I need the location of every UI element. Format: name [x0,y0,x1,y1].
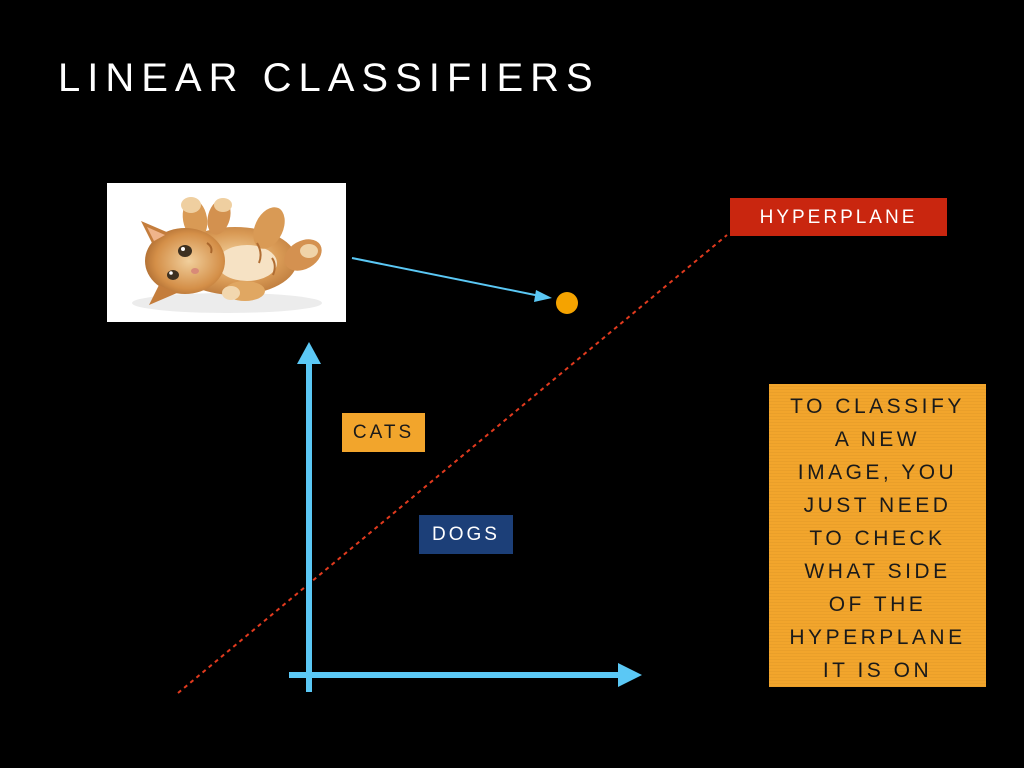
mapping-arrowhead [534,290,552,302]
note-line: OF THE [828,593,927,616]
explanation-note: TO CLASSIFY A NEW IMAGE, YOU JUST NEED T… [769,384,986,687]
y-axis-arrowhead [297,342,321,364]
kitten-illustration [107,183,346,322]
note-line: WHAT SIDE [804,560,951,583]
note-line: TO CHECK [809,527,946,550]
note-line: IMAGE, YOU [797,461,958,484]
cats-label: CATS [342,413,425,452]
slide-title: LINEAR CLASSIFIERS [58,56,600,100]
note-line: TO CLASSIFY [790,395,965,418]
note-line: A NEW [834,428,921,451]
dogs-label: DOGS [419,515,513,554]
x-axis-arrowhead [618,663,642,687]
mapping-arrow-line [351,257,541,297]
note-line: HYPERPLANE [789,626,966,649]
kitten-photo [107,183,346,322]
note-line: IT IS ON [822,659,933,682]
new-image-point [556,292,578,314]
hyperplane-line [177,234,728,694]
hyperplane-label: HYPERPLANE [730,198,947,236]
note-line: JUST NEED [803,494,952,517]
